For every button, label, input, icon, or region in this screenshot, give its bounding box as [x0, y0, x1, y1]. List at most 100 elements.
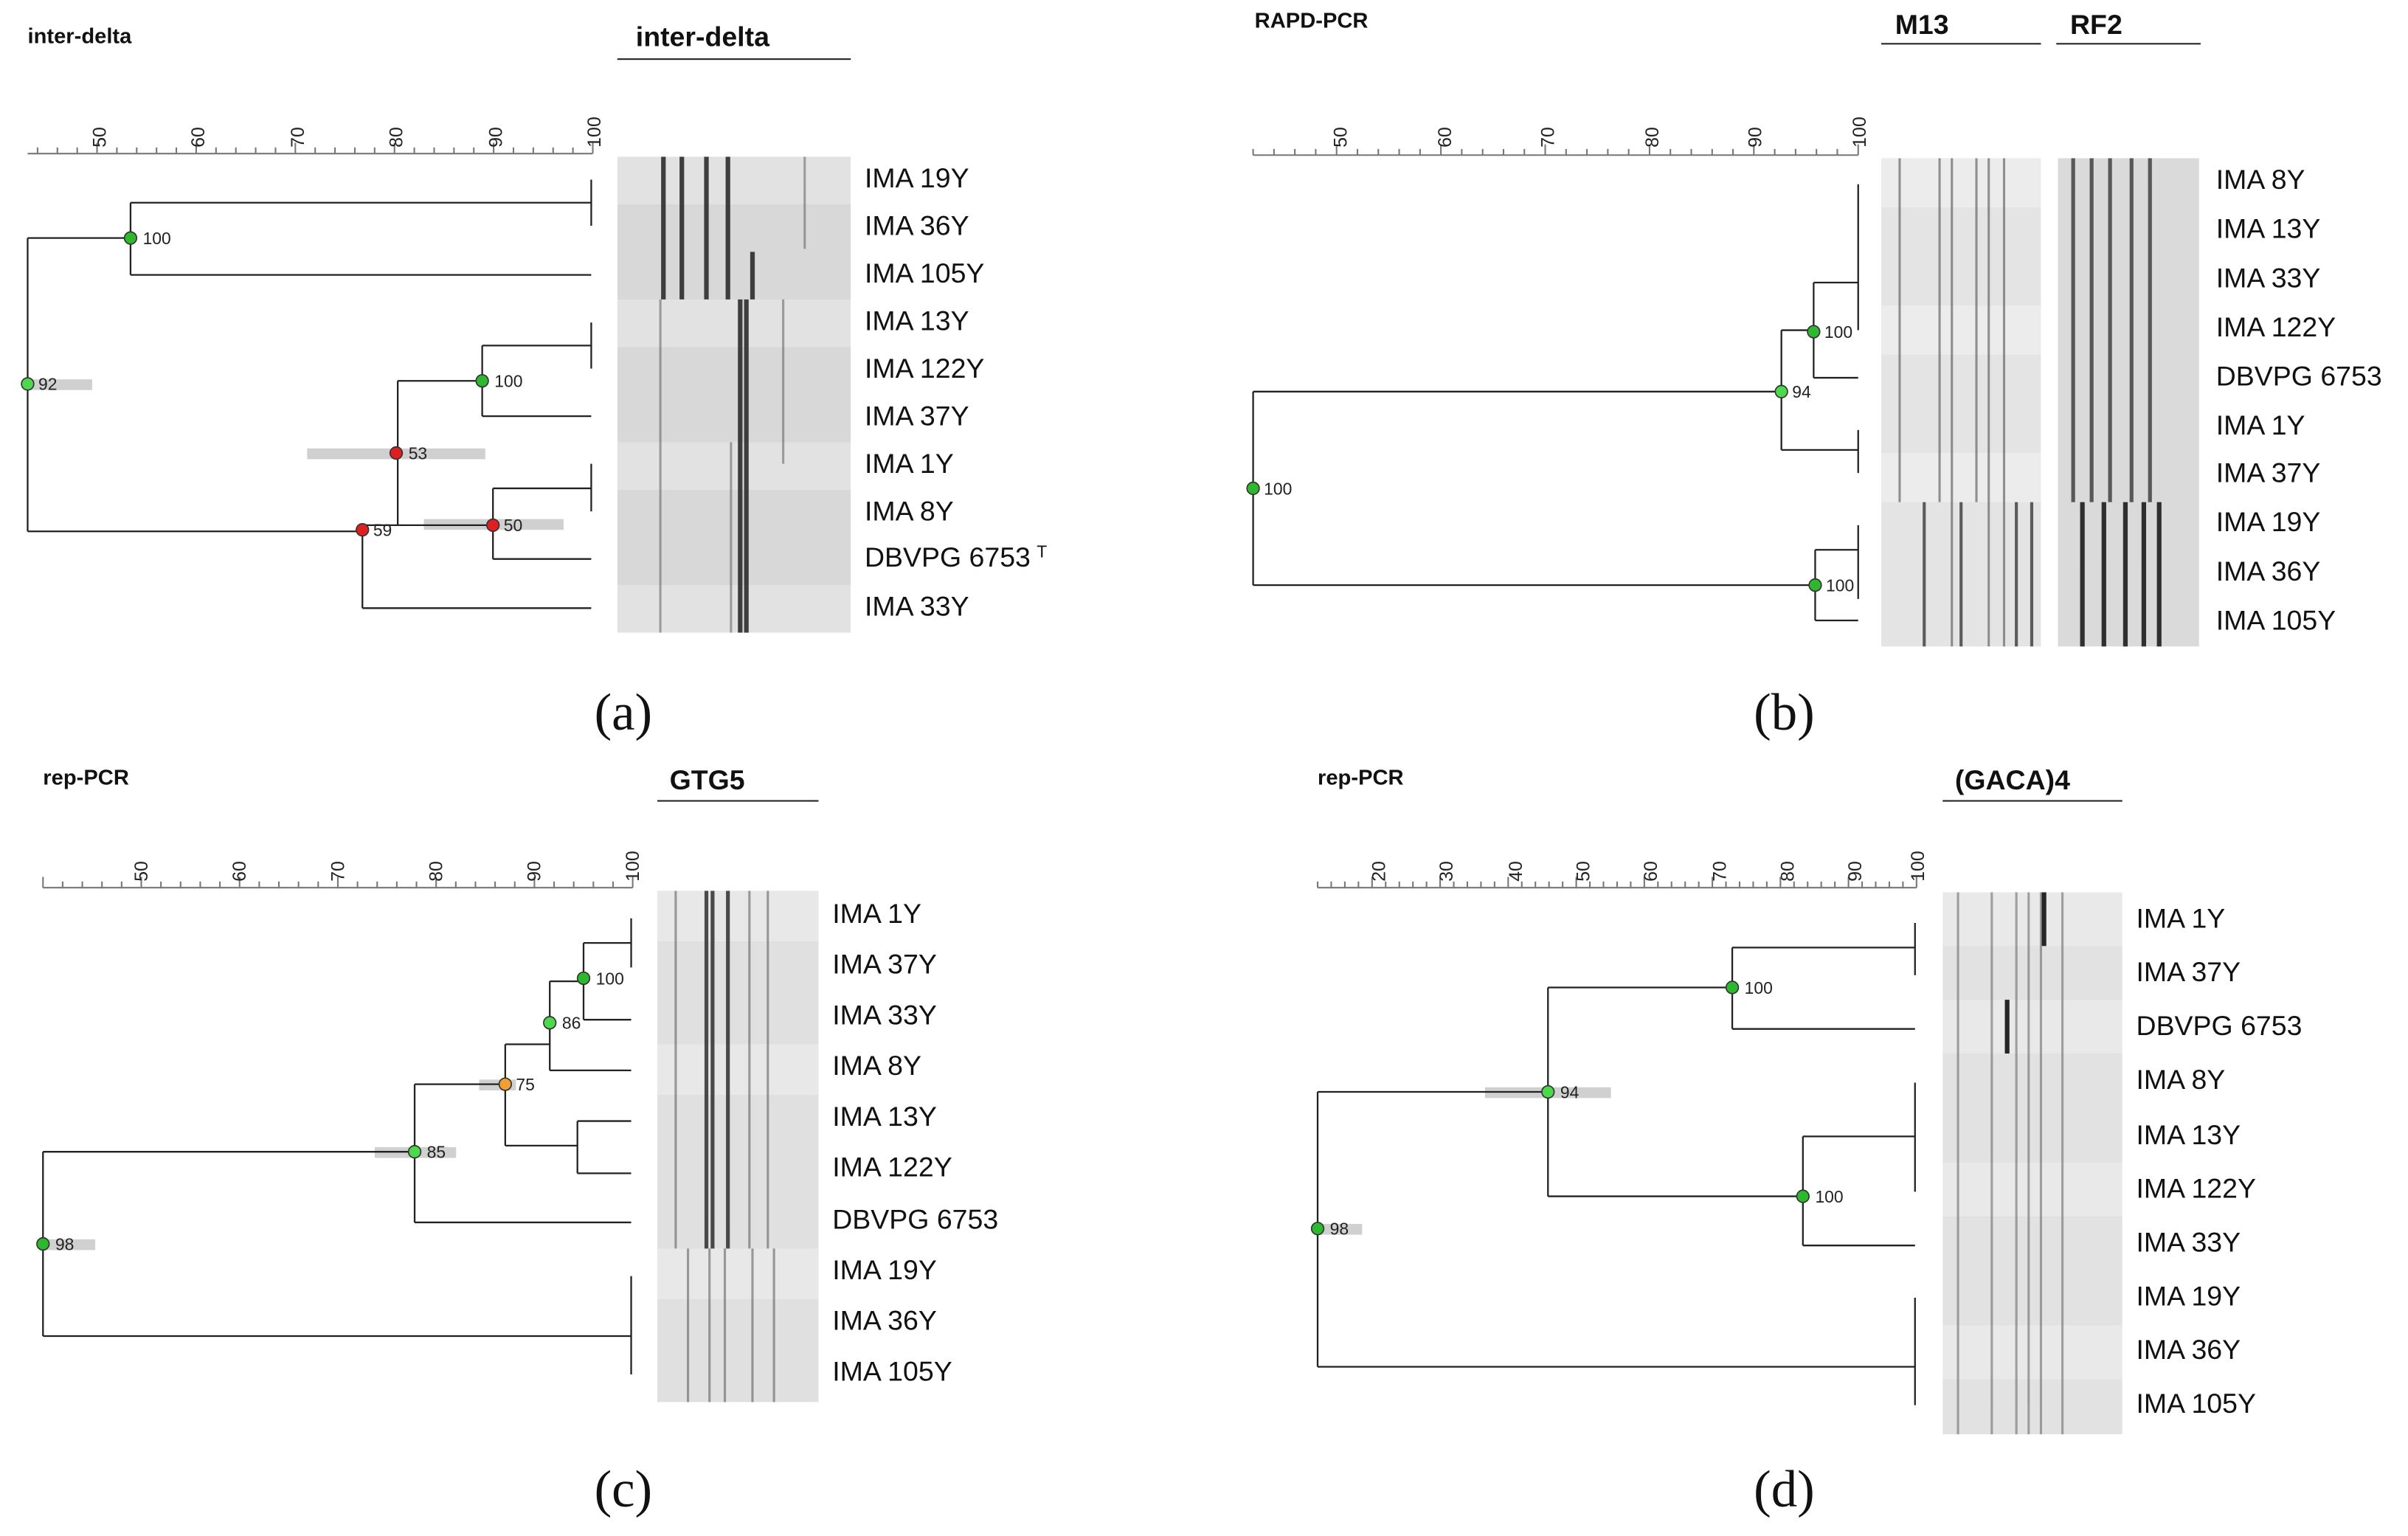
axis-tick-label: 30: [1436, 861, 1457, 882]
gel-header-rule: [1942, 800, 2122, 802]
node-marker: 53: [389, 443, 427, 463]
similarity-axis: 20 30 40 50 60 70 80 90 100: [1316, 851, 1928, 889]
dendrogram: 50 60 70 80 90 100: [36, 851, 643, 1375]
gel-image: [617, 156, 851, 633]
gel-header-rule: [1881, 43, 2041, 45]
strain-label: IMA 36Y: [864, 210, 969, 241]
svg-text:85: 85: [427, 1143, 446, 1162]
gel-header-rule: [617, 58, 851, 60]
strain-label: IMA 13Y: [2215, 213, 2321, 244]
similarity-axis: 50 60 70 80 90 100: [42, 851, 643, 889]
gel-header: M13: [1895, 9, 1949, 41]
svg-text:94: 94: [1792, 382, 1811, 401]
gel-header: inter-delta: [635, 21, 769, 52]
type-strain-mark: T: [1037, 543, 1048, 562]
method-title: rep-PCR: [43, 764, 129, 789]
gel-header: RF2: [2069, 9, 2122, 41]
svg-text:100: 100: [1826, 575, 1854, 595]
strain-label: IMA 36Y: [2136, 1334, 2241, 1366]
gel-header: (GACA)4: [1954, 764, 2070, 796]
node-marker: 98: [36, 1234, 74, 1253]
strain-label: IMA 33Y: [2136, 1227, 2241, 1258]
strain-label: IMA 105Y: [864, 257, 985, 289]
svg-text:98: 98: [1330, 1220, 1349, 1239]
node-marker: 59: [356, 520, 392, 539]
axis-tick-label: 40: [1506, 861, 1526, 882]
node-marker: 100: [576, 969, 624, 988]
dendrogram: 50 60 70 80 90 100: [21, 117, 605, 609]
node-markers: 100 94 100 100: [1246, 322, 1854, 595]
tree-branches: [42, 918, 632, 1375]
gel-header-rule: [657, 800, 819, 802]
strain-label: IMA 1Y: [2136, 902, 2226, 934]
strain-label: IMA 122Y: [832, 1152, 952, 1183]
node-marker: 50: [486, 516, 522, 535]
axis-tick-label: 90: [525, 861, 545, 882]
axis-tick-label: 70: [328, 861, 348, 882]
node-marker: 85: [407, 1143, 446, 1162]
node-marker: 100: [1725, 978, 1773, 997]
strain-label: DBVPG 6753: [832, 1203, 999, 1235]
axis-tick-label: 80: [1777, 861, 1798, 882]
strain-label: IMA 37Y: [2136, 956, 2241, 988]
node-marker: 100: [1796, 1187, 1844, 1206]
node-markers: 100 92 100 53 59 50: [21, 229, 522, 539]
svg-text:100: 100: [1745, 978, 1773, 997]
svg-text:94: 94: [1560, 1082, 1580, 1101]
strain-label: IMA 122Y: [2136, 1173, 2256, 1204]
gel-header-rule: [2056, 43, 2201, 45]
strain-label: IMA 13Y: [864, 305, 969, 336]
strain-label: IMA 19Y: [864, 162, 969, 194]
axis-tick-label: 70: [288, 127, 308, 148]
svg-text:100: 100: [1824, 322, 1852, 342]
method-title: RAPD-PCR: [1254, 7, 1369, 32]
strain-label: IMA 1Y: [832, 898, 922, 930]
svg-text:100: 100: [1264, 479, 1292, 498]
node-marker: 100: [475, 372, 522, 391]
node-marker: 100: [1246, 479, 1292, 498]
strain-label: IMA 8Y: [2215, 164, 2305, 196]
axis-tick-label: 20: [1369, 861, 1390, 882]
axis-tick-label: 60: [1641, 861, 1661, 882]
svg-text:100: 100: [596, 969, 624, 988]
gel-bands: [661, 156, 755, 633]
strain-label: IMA 19Y: [832, 1254, 937, 1286]
node-markers: 100 86 75 85 98: [36, 969, 624, 1253]
strain-label: IMA 122Y: [864, 353, 985, 384]
node-marker: 98: [1310, 1220, 1349, 1239]
node-marker: 86: [543, 1014, 581, 1033]
node-marker: 92: [21, 375, 57, 394]
axis-tick-label: 100: [584, 117, 605, 148]
node-marker: 100: [123, 229, 171, 248]
strain-label: IMA 13Y: [2136, 1119, 2241, 1151]
node-marker: 100: [1808, 575, 1854, 595]
axis-tick-label: 100: [623, 851, 643, 882]
strain-label: IMA 8Y: [864, 496, 954, 527]
panel-caption: (a): [594, 685, 653, 742]
axis-tick-label: 60: [188, 127, 209, 148]
svg-text:98: 98: [55, 1234, 74, 1253]
node-marker: 94: [1541, 1082, 1580, 1101]
strain-label: IMA 19Y: [2136, 1281, 2241, 1312]
axis-tick-label: 80: [426, 861, 447, 882]
node-markers: 100 94 100 98: [1310, 978, 1844, 1239]
strain-label: IMA 105Y: [2215, 605, 2336, 636]
axis-tick-label: 80: [1642, 127, 1663, 148]
axis-tick-label: 50: [131, 861, 152, 882]
axis-tick-label: 50: [1573, 861, 1594, 882]
svg-text:86: 86: [562, 1014, 581, 1033]
node-marker: 75: [498, 1075, 535, 1094]
error-bar: [27, 379, 92, 390]
svg-text:100: 100: [494, 372, 522, 391]
strain-label: IMA 105Y: [832, 1356, 952, 1387]
svg-text:100: 100: [1815, 1187, 1843, 1206]
similarity-axis: 50 60 70 80 90 100: [1252, 117, 1870, 156]
strain-label: IMA 1Y: [864, 448, 954, 480]
strain-label: IMA 13Y: [832, 1101, 937, 1132]
